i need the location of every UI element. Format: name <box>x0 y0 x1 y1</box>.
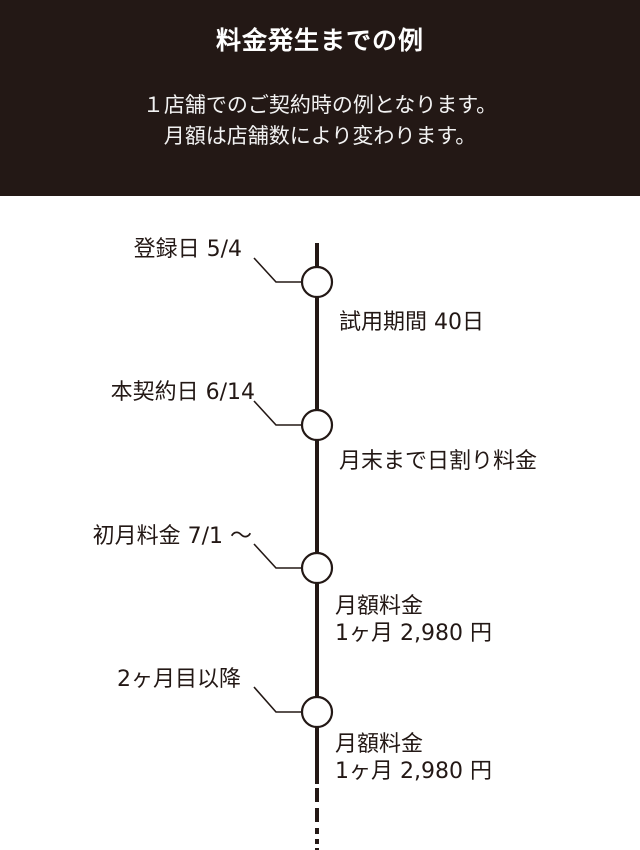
detail-monthly-fee-recurring: 月額料金 1ヶ月 2,980 円 <box>335 731 492 785</box>
detail-line-1: 月額料金 <box>335 732 424 757</box>
description-line-1: １店舗でのご契約時の例となります。 <box>142 93 498 117</box>
milestone-circle-icon <box>300 408 334 442</box>
milestone-circle-icon <box>300 551 334 585</box>
header-banner: 料金発生までの例 １店舗でのご契約時の例となります。 月額は店舗数により変わりま… <box>0 0 640 196</box>
detail-trial-period: 試用期間 40日 <box>339 309 484 336</box>
description-line-2: 月額は店舗数により変わります。 <box>163 124 477 148</box>
page-title: 料金発生までの例 <box>215 26 424 55</box>
milestone-label-registration: 登録日 5/4 <box>133 237 242 262</box>
milestone-circle-icon <box>300 265 334 299</box>
detail-line-1: 試用期間 40日 <box>339 310 484 335</box>
timeline-node-1 <box>253 257 334 299</box>
detail-line-2: 1ヶ月 2,980 円 <box>335 759 492 784</box>
timeline-continuation-dashes <box>315 788 319 850</box>
milestone-label-first-month: 初月料金 7/1 〜 <box>92 524 252 549</box>
detail-prorated-fee: 月末まで日割り料金 <box>339 448 537 475</box>
timeline-node-3 <box>253 543 334 585</box>
detail-line-1: 月額料金 <box>335 594 424 619</box>
milestone-label-contract: 本契約日 6/14 <box>110 380 255 405</box>
header-description: １店舗でのご契約時の例となります。 月額は店舗数により変わります。 <box>0 90 640 152</box>
detail-monthly-fee-first: 月額料金 1ヶ月 2,980 円 <box>335 593 492 647</box>
timeline-node-4 <box>253 686 334 729</box>
milestone-circle-icon <box>300 695 334 729</box>
milestone-label-second-month: 2ヶ月目以降 <box>117 667 241 692</box>
detail-line-1: 月末まで日割り料金 <box>339 449 538 474</box>
timeline-node-2 <box>253 400 334 442</box>
detail-line-2: 1ヶ月 2,980 円 <box>335 621 492 646</box>
